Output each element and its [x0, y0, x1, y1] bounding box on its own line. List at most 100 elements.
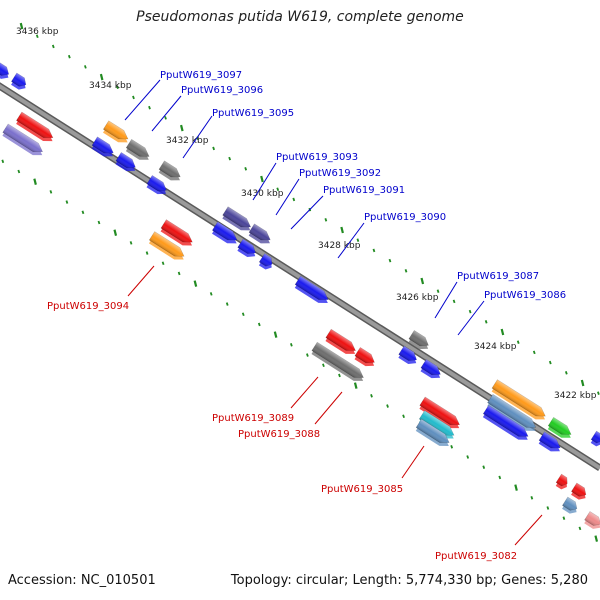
gene-arrow	[248, 223, 271, 244]
tick-mark-bottom	[322, 363, 325, 368]
gene-label: PputW619_3096	[181, 85, 263, 96]
tick-mark-top	[116, 85, 119, 90]
gene-arrow	[419, 396, 460, 429]
callout-lines-top	[124, 79, 485, 336]
tick-mark-top	[179, 124, 184, 132]
accession-label: Accession: NC_010501	[8, 573, 156, 588]
tick-mark-bottom	[145, 251, 149, 255]
tick-mark-top	[132, 95, 135, 100]
tick-mark-top	[148, 105, 151, 110]
gene-arrow	[16, 111, 54, 142]
tick-mark-bottom	[129, 241, 133, 245]
tick-mark-bottom	[514, 484, 518, 491]
tick-mark-top	[51, 44, 55, 49]
tick-mark-top	[420, 277, 425, 285]
gene-label: PputW619_3095	[212, 108, 294, 119]
tick-mark-bottom	[225, 302, 229, 306]
gene-arrow	[491, 379, 546, 420]
tick-mark-bottom	[177, 271, 181, 276]
gene-arrow	[354, 347, 375, 367]
gene-arrow	[158, 160, 181, 181]
tick-mark-bottom	[17, 169, 21, 174]
gene-label: PputW619_3093	[276, 152, 358, 163]
tick-mark-top	[324, 218, 328, 222]
gene-arrow	[294, 275, 329, 303]
gene-arrow	[160, 219, 193, 246]
tick-mark-top	[580, 379, 585, 387]
tick-mark-top	[500, 328, 505, 336]
gene-arrow	[482, 405, 529, 440]
tick-mark-bottom	[209, 292, 213, 296]
tick-mark-bottom	[482, 465, 486, 469]
gene-arrow	[115, 152, 136, 172]
gene-label: PputW619_3097	[160, 70, 242, 81]
tick-mark-bottom	[578, 526, 582, 531]
gene-label: PputW619_3090	[364, 212, 446, 223]
scale-label: 3432 kbp	[166, 136, 209, 146]
scale-label: 3434 kbp	[89, 81, 132, 91]
genome-summary: Topology: circular; Length: 5,774,330 bp…	[230, 573, 588, 588]
tick-mark-bottom	[386, 404, 389, 408]
tick-mark-bottom	[466, 455, 470, 459]
gene-arrow	[237, 238, 256, 258]
page-title: Pseudomonas putida W619, complete genome	[136, 9, 464, 25]
tick-mark-top	[228, 156, 232, 161]
gene-arrow	[325, 328, 356, 354]
scale-label: 3422 kbp	[554, 391, 597, 401]
tick-mark-top	[388, 258, 392, 263]
tick-mark-top	[548, 360, 552, 365]
tick-mark-top	[452, 299, 456, 304]
gene-arrow	[547, 416, 572, 438]
tick-mark-top	[84, 65, 87, 69]
gene-arrow	[146, 175, 167, 195]
tick-mark-bottom	[353, 382, 358, 389]
gene-arrow	[311, 341, 364, 381]
scale-label: 3436 kbp	[16, 27, 59, 37]
gene-arrow	[590, 430, 600, 447]
tick-mark-bottom	[402, 414, 405, 419]
tick-mark-top	[276, 187, 280, 192]
tick-mark-bottom	[594, 535, 599, 542]
tick-mark-top	[19, 22, 24, 30]
gene-arrow	[555, 473, 568, 490]
tick-mark-top	[468, 309, 472, 314]
gene-arrow	[571, 482, 587, 500]
tick-mark-bottom	[81, 210, 85, 215]
tick-mark-bottom	[33, 178, 37, 185]
tick-mark-top	[292, 197, 296, 202]
gene-arrow	[103, 120, 129, 143]
tick-mark-top	[484, 320, 488, 324]
gene-arrow	[538, 431, 561, 452]
scale-label: 3428 kbp	[318, 241, 361, 251]
tick-mark-bottom	[241, 312, 245, 317]
gene-arrow	[258, 253, 273, 270]
gene-arrow	[420, 359, 441, 379]
tick-mark-bottom	[562, 516, 566, 520]
tick-mark-top	[35, 34, 39, 39]
tick-mark-top	[99, 73, 104, 81]
tick-mark-bottom	[257, 322, 261, 327]
tick-mark-bottom	[65, 200, 69, 204]
scale-label: 3430 kbp	[241, 189, 284, 199]
gene-arrow	[125, 138, 150, 160]
tick-mark-top	[340, 226, 344, 234]
gene-label: PputW619_3088	[238, 429, 320, 440]
tick-mark-bottom	[530, 496, 534, 500]
gene-label: PputW619_3082	[435, 551, 517, 562]
gene-arrow	[148, 231, 185, 260]
tick-mark-top	[564, 370, 568, 375]
scale-ticks	[1, 22, 600, 542]
gene-arrow	[0, 61, 10, 79]
tick-mark-top	[532, 350, 536, 355]
gene-arrow	[408, 330, 429, 350]
gene-arrow	[212, 221, 238, 244]
scale-label: 3426 kbp	[396, 293, 439, 303]
tick-mark-top	[164, 116, 167, 120]
tick-mark-top	[404, 269, 408, 273]
tick-mark-top	[244, 167, 248, 171]
tick-mark-bottom	[370, 394, 373, 398]
tick-mark-bottom	[338, 373, 341, 378]
gene-arrow	[415, 418, 450, 446]
tick-mark-bottom	[306, 353, 309, 357]
